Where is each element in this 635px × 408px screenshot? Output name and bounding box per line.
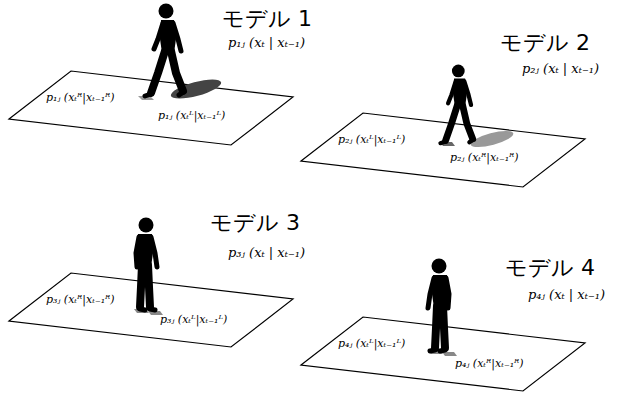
floor-outline	[300, 112, 586, 188]
model-title: モデル 3	[210, 210, 300, 235]
model-title: モデル 2	[500, 30, 590, 55]
foot-label: p₄ⱼ (xₜᴸ|xₜ₋₁ᴸ)	[338, 338, 405, 351]
foot-label: p₂ⱼ (xₜᴿ|xₜ₋₁ᴿ)	[450, 152, 519, 165]
foot-label: p₂ⱼ (xₜᴸ|xₜ₋₁ᴸ)	[338, 134, 405, 147]
foot-label: p₁ⱼ (xₜᴸ|xₜ₋₁ᴸ)	[158, 110, 225, 123]
foot-label: p₃ⱼ (xₜᴸ|xₜ₋₁ᴸ)	[160, 314, 227, 327]
floor-panel: モデル 2p₂ⱼ (xₜ | xₜ₋₁)p₂ⱼ (xₜᴸ|xₜ₋₁ᴸ)p₂ⱼ (…	[300, 112, 586, 188]
foot-label: p₄ⱼ (xₜᴿ|xₜ₋₁ᴿ)	[455, 358, 524, 371]
floor-outline	[301, 113, 585, 187]
transition-formula: p₄ⱼ (xₜ | xₜ₋₁)	[528, 288, 605, 303]
model-title: モデル 4	[505, 255, 595, 280]
standing-figure	[136, 218, 157, 311]
model-title: モデル 1	[222, 6, 312, 31]
walking-figure	[145, 4, 183, 97]
standing-figure	[428, 259, 449, 352]
transition-formula: p₁ⱼ (xₜ | xₜ₋₁)	[228, 36, 305, 51]
transition-formula: p₃ⱼ (xₜ | xₜ₋₁)	[228, 246, 305, 261]
transition-formula: p₂ⱼ (xₜ | xₜ₋₁)	[522, 62, 599, 77]
foot-label: p₃ⱼ (xₜᴿ|xₜ₋₁ᴿ)	[46, 294, 115, 307]
walking-figure	[440, 65, 472, 144]
foot-label: p₁ⱼ (xₜᴿ|xₜ₋₁ᴿ)	[46, 92, 115, 105]
